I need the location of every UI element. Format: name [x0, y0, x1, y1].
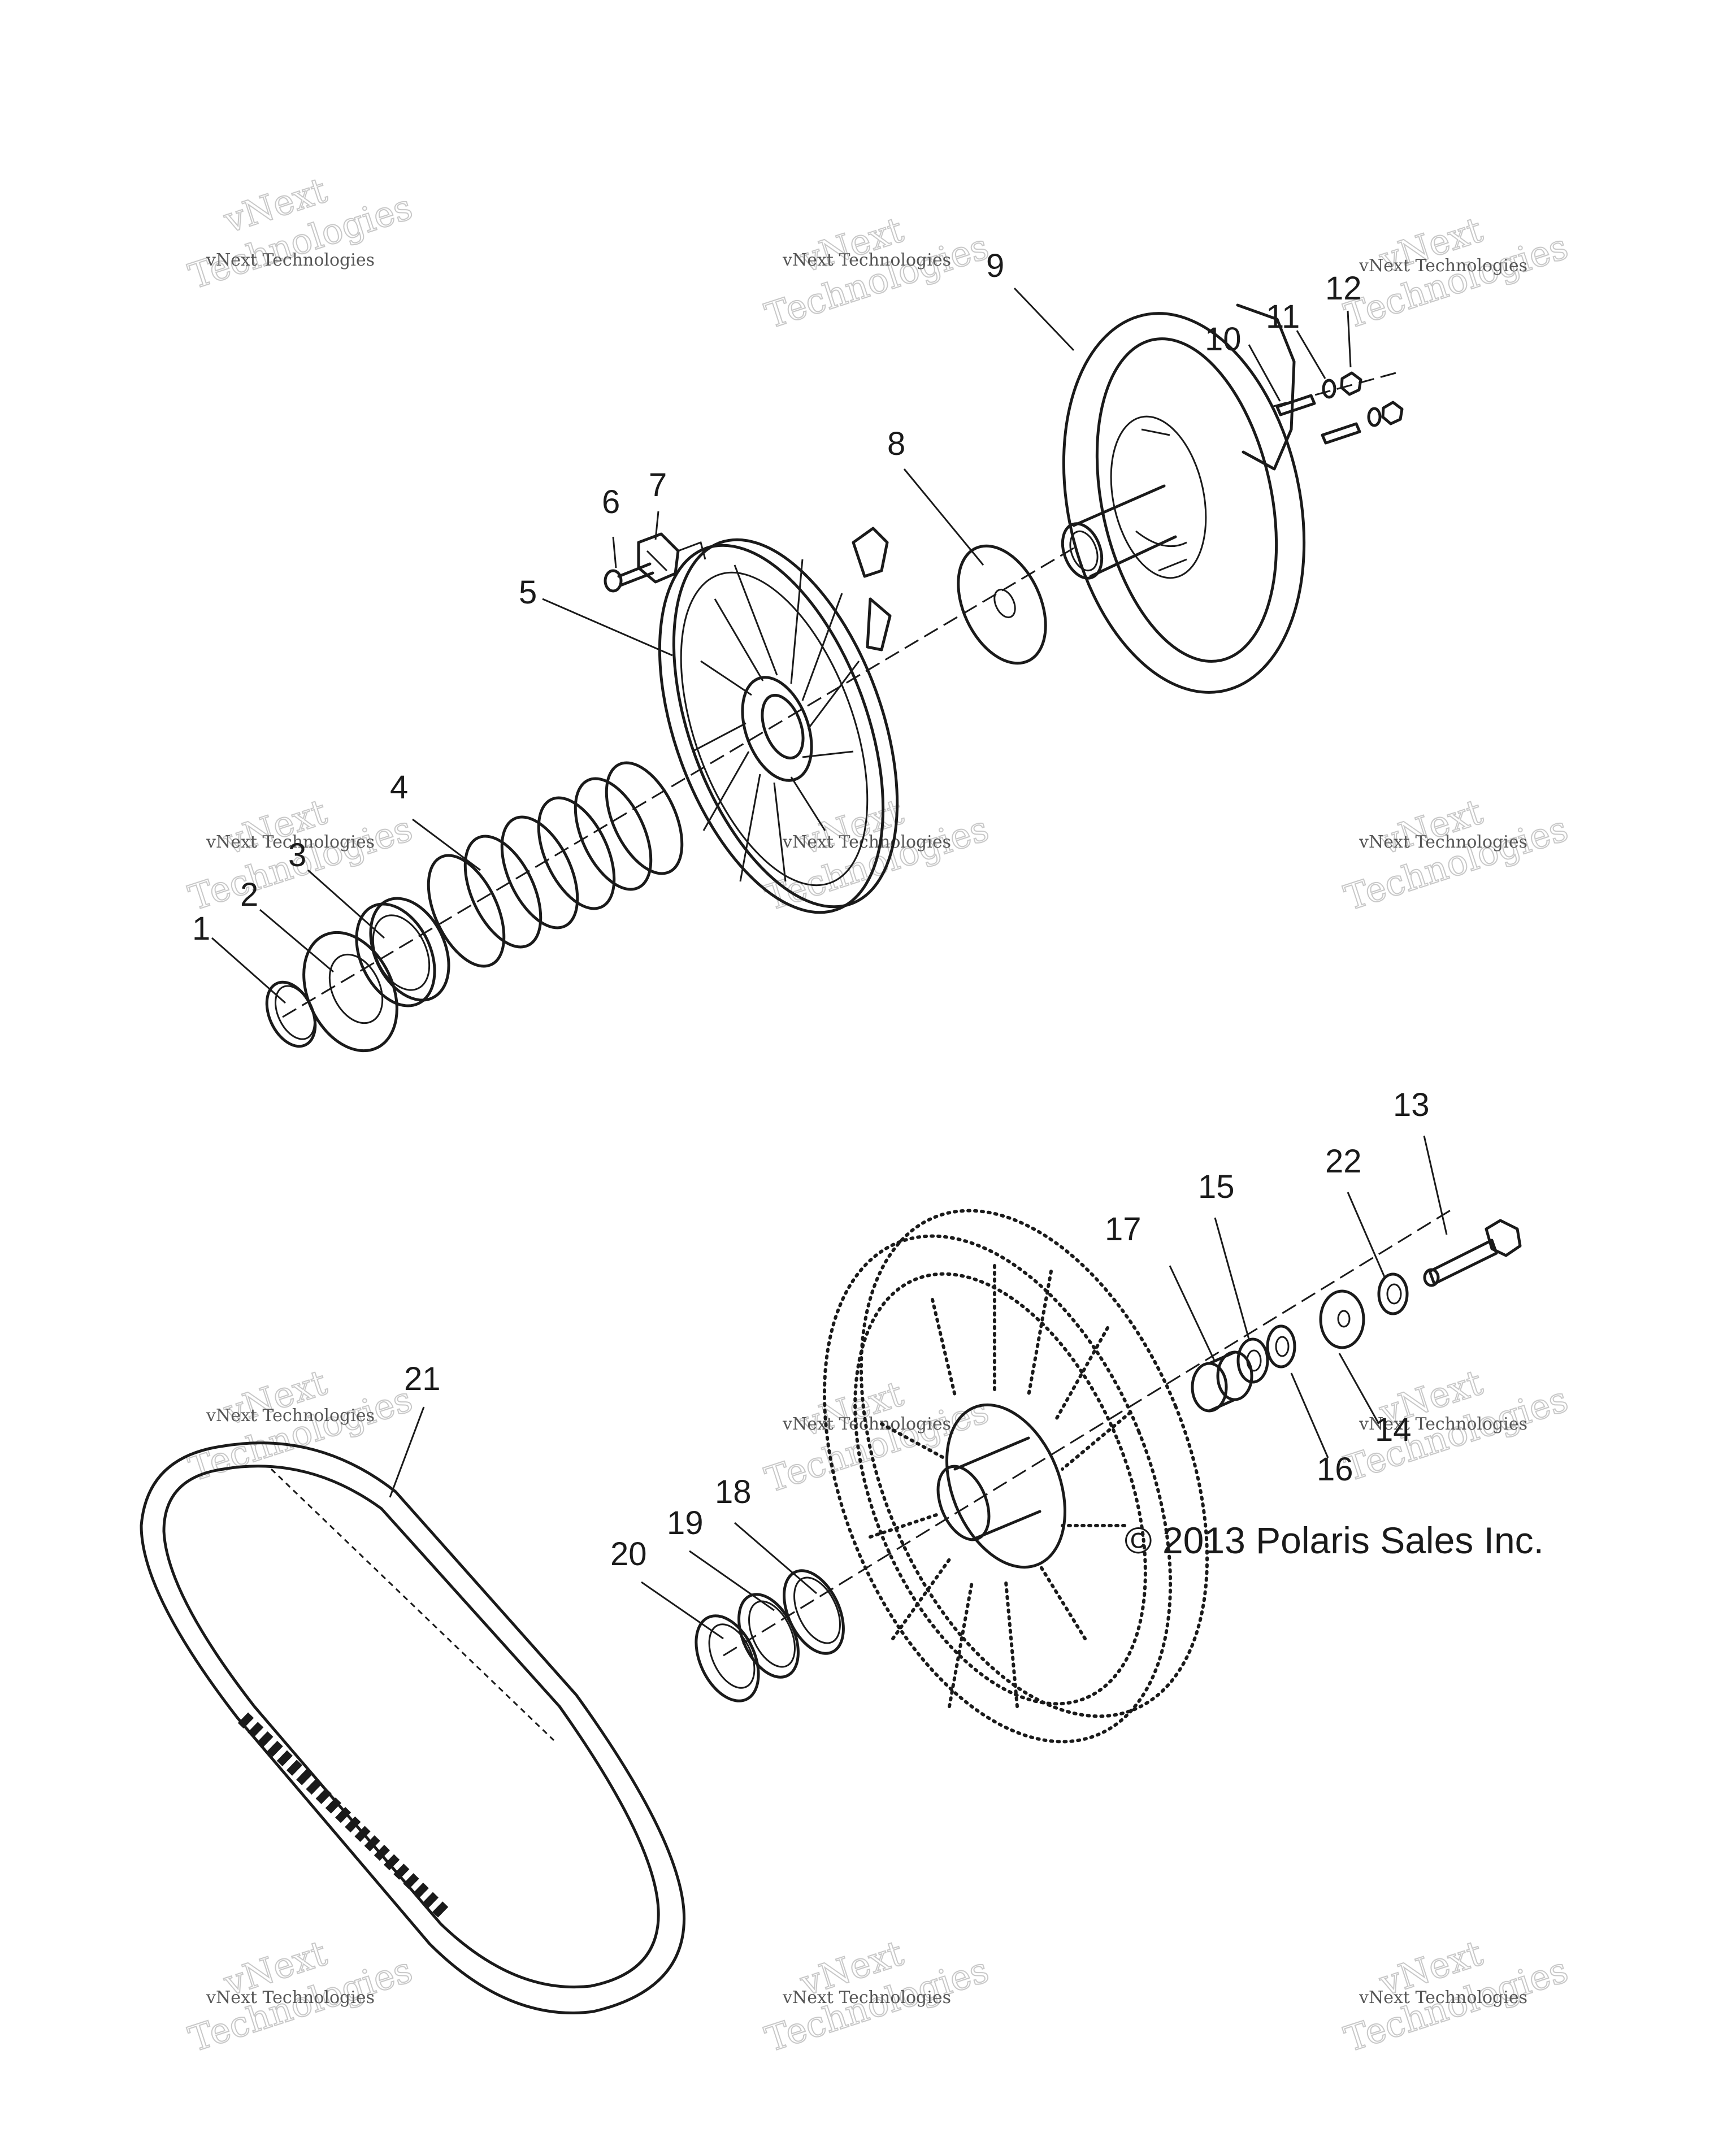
callout-10: 10 — [1205, 321, 1242, 358]
part-4-spring — [427, 761, 684, 968]
watermark-low-right: vNext Technologies — [1339, 1361, 1573, 1490]
part-20-ring — [695, 1614, 760, 1702]
callout-22: 22 — [1325, 1143, 1362, 1180]
callout-7: 7 — [649, 467, 667, 503]
watermark-label: vNext Technologies — [206, 250, 375, 270]
copyright-notice: © 2013 Polaris Sales Inc. — [1125, 1519, 1544, 1561]
watermark-label: vNext Technologies — [1359, 256, 1527, 276]
callout-9: 9 — [986, 247, 1004, 284]
callout-5: 5 — [519, 574, 537, 611]
part-15-washer — [1236, 1337, 1269, 1384]
callout-1: 1 — [192, 910, 210, 947]
part-17-bushing — [1191, 1350, 1253, 1413]
part-12-nuts — [1340, 371, 1404, 425]
drive-clutch-reference — [822, 1209, 1209, 1744]
callout-15: 15 — [1198, 1168, 1235, 1205]
part-8-washer — [957, 544, 1047, 665]
part-9-moveable-sheave — [1061, 303, 1306, 694]
callout-12: 12 — [1325, 270, 1362, 307]
callout-21: 21 — [404, 1361, 441, 1397]
watermark-label: vNext Technologies — [206, 1406, 375, 1426]
part-16-washer — [1266, 1324, 1296, 1369]
callout-20: 20 — [610, 1536, 647, 1572]
assembly-axis-upper — [282, 547, 1074, 1018]
part-3-spring-seat — [355, 897, 450, 1007]
callout-18: 18 — [715, 1474, 752, 1510]
callout-6: 6 — [602, 484, 620, 520]
watermark-top-left: vNext Technologies — [183, 169, 418, 298]
part-18-ring — [783, 1569, 845, 1655]
callout-2: 2 — [240, 876, 258, 913]
watermark-label: vNext Technologies — [782, 832, 951, 852]
part-7-roller — [637, 532, 706, 584]
callout-16: 16 — [1317, 1451, 1353, 1488]
callout-8: 8 — [887, 425, 905, 462]
part-2-washer — [302, 931, 398, 1053]
watermark-label: vNext Technologies — [206, 1988, 375, 2008]
part-22-washer — [1377, 1272, 1409, 1315]
part-11-small-washers — [1322, 379, 1382, 427]
watermark-label: vNext Technologies — [782, 250, 951, 270]
watermark-bottom-left: vNext Technologies — [183, 1932, 418, 2061]
callout-17: 17 — [1105, 1211, 1142, 1248]
callout-4: 4 — [390, 769, 408, 806]
watermark-bottom-center: vNext Technologies — [760, 1932, 994, 2061]
part-21-drive-belt — [140, 1441, 686, 2014]
callout-19: 19 — [667, 1505, 704, 1541]
part-5-sheave-helix — [658, 527, 899, 914]
watermark-label: vNext Technologies — [1359, 832, 1527, 852]
part-6-screw — [604, 562, 654, 593]
watermark-label: vNext Technologies — [206, 832, 375, 852]
callout-3: 3 — [288, 837, 306, 874]
assembly-axis-lower — [723, 1208, 1453, 1657]
part-14-washer — [1319, 1289, 1365, 1349]
part-13-bolt — [1423, 1219, 1522, 1287]
callout-13: 13 — [1393, 1087, 1430, 1123]
callout-14: 14 — [1375, 1411, 1412, 1448]
watermark-bottom-right: vNext Technologies — [1339, 1932, 1573, 2061]
watermark-label: vNext Technologies — [1359, 1988, 1527, 2008]
part-10-pins — [1275, 394, 1361, 445]
watermark-label: vNext Technologies — [1359, 1414, 1527, 1434]
leader-lines — [211, 287, 1448, 1640]
watermark-label: vNext Technologies — [782, 1988, 951, 2008]
callout-11: 11 — [1266, 298, 1300, 335]
